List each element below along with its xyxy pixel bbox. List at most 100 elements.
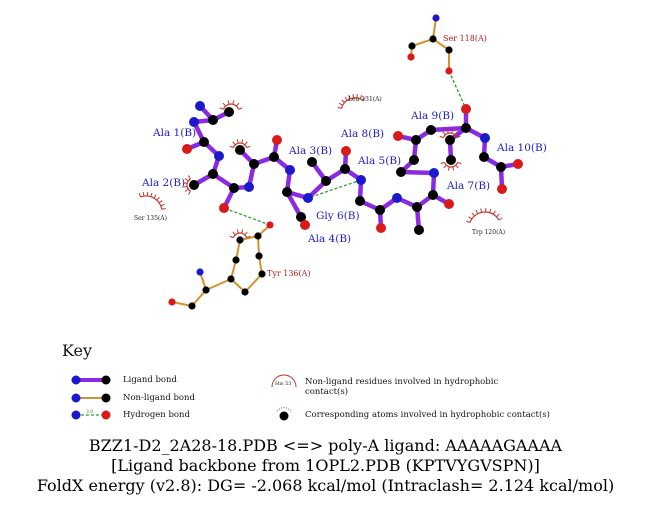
hydrophobic-spike [451,129,454,134]
carbon-atom [446,155,456,165]
hydrophobic-spike [188,175,191,180]
hydrogen-bond [307,179,362,199]
residue-label-trp-120: Trp 120(A) [472,229,505,236]
atom-contact-arc [229,139,251,149]
hydrophobic-spike [341,99,346,103]
nitrogen-atom [285,165,295,175]
oxygen-atom [219,203,229,213]
carbon-atom [321,176,331,186]
nitrogen-atom [244,182,254,192]
residue-label-ser-118: Ser 118(A) [443,34,487,43]
hydrophobic-spike [232,100,235,105]
hydrophobic-spike [362,96,366,101]
oxygen-atom [513,159,523,169]
key-nonligand-c-atom [101,393,111,403]
key-hydrophobic-atom [279,411,289,421]
carbon-atom [355,196,365,206]
carbon-atom [408,42,416,50]
oxygen-atom [266,221,274,229]
oxygen-atom [300,220,310,230]
hydrophobic-spike [492,210,496,215]
nonligand-bond [244,273,263,293]
carbon-atom [445,46,453,54]
oxygen-atom [341,146,351,156]
key-hydrogen-bond-label: Hydrogen bond [123,410,190,420]
footer-energy: FoldX energy (v2.8): DG= -2.068 kcal/mol… [36,476,615,495]
hydrophobic-spike [471,212,475,217]
key-hbond-o-atom [101,410,111,420]
residue-label-ala-9: Ala 9(B) [410,110,454,122]
hydrophobic-spike [156,196,160,201]
hydrophobic-spike [229,145,234,149]
carbon-atom [461,123,471,133]
hydrophobic-arc [140,195,163,210]
carbon-atom [282,187,292,197]
carbon-atom [296,212,306,222]
hydrophobic-spike [184,178,189,182]
residue-label-ala-4: Ala 4(B) [307,233,351,245]
nitrogen-atom [392,193,402,203]
atom-layer [168,14,523,310]
hydrophobic-spike [161,208,166,210]
carbon-atom [255,252,263,260]
residue-label-ala-8: Ala 8(B) [340,128,384,140]
footer-title: BZZ1-D2_2A28-18.PDB <=> poly-A ligand: A… [88,436,563,455]
carbon-atom [258,270,266,278]
bond-layer [171,17,521,307]
hydrophobic-spike [475,209,479,214]
oxygen-atom [376,223,386,233]
carbon-atom [269,152,279,162]
hydrophobic-arc [232,232,248,238]
nitrogen-atom [432,14,440,22]
hydrophobic-spike [447,166,450,171]
carbon-atom [409,155,419,165]
hydrophobic-spike [235,102,240,107]
carbon-atom [208,115,218,125]
nitrogen-atom [303,193,313,203]
hydrophobic-spike [468,216,473,220]
hydrophobic-spike [356,94,358,99]
atom-contact-arc [440,161,462,171]
residue-label-tyr-136: Tyr 136(A) [267,269,311,278]
hydrophobic-arc [442,132,458,138]
hydrophobic-spike [222,102,227,107]
residue-label-leu-131: Leu 131(A) [348,96,382,103]
key-hydrophobic-atom-arc [276,407,292,412]
hydrophobic-spike [236,139,239,144]
hydrophobic-spike [337,106,342,109]
hydrophobic-spike [344,96,348,101]
carbon-atom [375,205,385,215]
key-hydrophobic-atoms-label: Corresponding atoms involved in hydropho… [305,410,550,420]
hydrophobic-spike [158,200,163,204]
hydrophobic-spike [498,217,503,221]
key-ligand-bond-label: Ligand bond [123,375,177,385]
hydrophobic-spike [480,208,483,213]
key-ligand-n-atom [71,375,81,385]
oxygen-atom [272,135,282,145]
footer-backbone: [Ligand backbone from 1OPL2.PDB (KPTVYGV… [111,456,540,475]
hydrophobic-spike [227,100,230,105]
carbon-atom [229,183,239,193]
hydrophobic-spike [183,182,188,185]
carbon-atom [235,145,245,155]
hydrophobic-spike [457,161,462,165]
oxygen-atom [444,199,454,209]
hydrogen-bond [448,70,467,110]
key-nonligand-bond-label: Non-ligand bond [123,393,195,403]
hydrophobic-spike [246,235,251,239]
residue-label-ala-3: Ala 3(B) [288,145,332,157]
carbon-atom [479,152,489,162]
hydrophobic-arc-ser-135 [138,192,166,210]
carbon-atom [496,162,506,172]
hydrophobic-arc [232,142,248,148]
hydrophobic-spike [244,231,248,236]
hydrophobic-spike [184,188,189,192]
hydrophobic-spike [236,229,239,234]
hydrophobic-spike [244,141,248,146]
hydrophobic-spike [454,131,458,136]
hydrophobic-spike [246,145,251,149]
key-nonligand-n-atom [71,393,81,403]
oxygen-atom [393,131,403,141]
nitrogen-atom [214,151,224,161]
oxygen-atom [461,104,471,114]
